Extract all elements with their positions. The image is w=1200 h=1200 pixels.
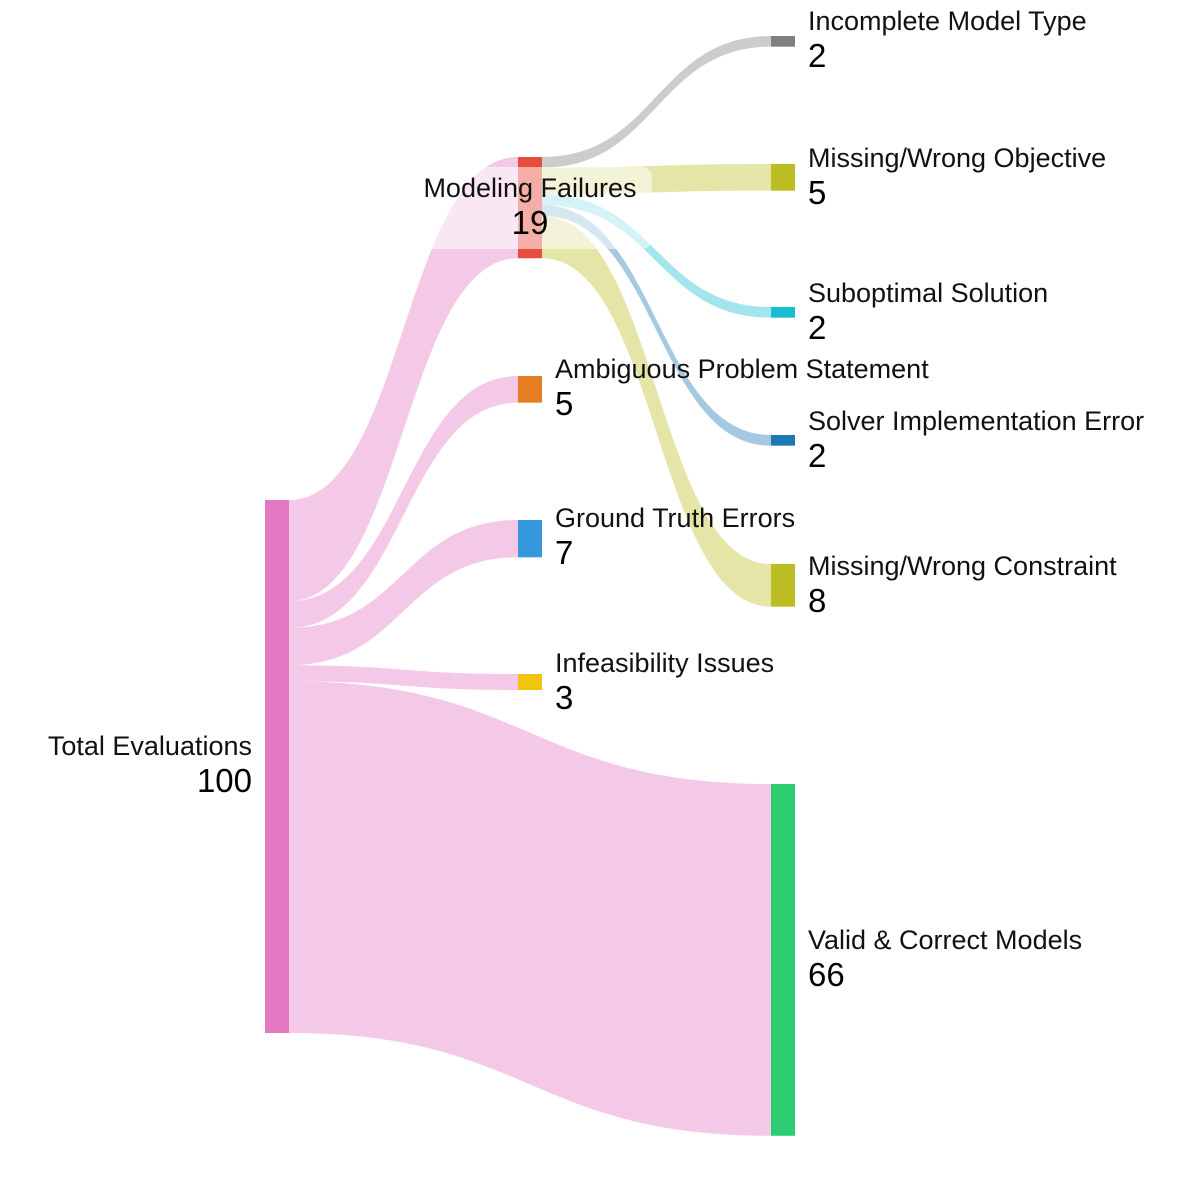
label-ambiguous-value: 5 xyxy=(555,385,573,422)
link-modeling-to-constraint xyxy=(542,215,771,607)
label-solver-name: Solver Implementation Error xyxy=(808,406,1144,436)
node-objective xyxy=(771,164,795,191)
link-modeling-to-incomplete xyxy=(542,36,771,168)
label-total-name: Total Evaluations xyxy=(48,731,252,761)
label-objective-name: Missing/Wrong Objective xyxy=(808,143,1106,173)
node-ground xyxy=(518,520,542,558)
node-incomplete xyxy=(771,36,795,47)
link-total-to-infeasible xyxy=(289,665,518,690)
label-objective-value: 5 xyxy=(808,174,826,211)
label-constraint-value: 8 xyxy=(808,582,826,619)
link-total-to-ground xyxy=(289,520,518,666)
label-constraint-name: Missing/Wrong Constraint xyxy=(808,551,1117,581)
label-solver-value: 2 xyxy=(808,437,826,474)
link-modeling-to-suboptimal xyxy=(542,194,771,318)
link-total-to-valid xyxy=(289,681,771,1136)
label-incomplete-value: 2 xyxy=(808,37,826,74)
label-suboptimal-name: Suboptimal Solution xyxy=(808,278,1048,308)
label-modeling-value: 19 xyxy=(512,204,549,241)
node-total xyxy=(265,500,289,1033)
label-total-value: 100 xyxy=(197,762,252,799)
links-layer xyxy=(289,36,771,1136)
label-infeasible-name: Infeasibility Issues xyxy=(555,648,774,678)
node-suboptimal xyxy=(771,307,795,318)
label-incomplete-name: Incomplete Model Type xyxy=(808,6,1087,36)
label-ground-name: Ground Truth Errors xyxy=(555,503,795,533)
label-modeling-name: Modeling Failures xyxy=(423,173,636,203)
node-ambiguous xyxy=(518,376,542,403)
label-valid-value: 66 xyxy=(808,956,845,993)
node-solver xyxy=(771,435,795,446)
label-valid-name: Valid & Correct Models xyxy=(808,925,1082,955)
link-total-to-modeling xyxy=(289,157,518,602)
label-infeasible-value: 3 xyxy=(555,679,573,716)
label-suboptimal-value: 2 xyxy=(808,309,826,346)
node-infeasible xyxy=(518,674,542,690)
node-constraint xyxy=(771,564,795,607)
link-total-to-ambiguous xyxy=(289,376,518,628)
link-modeling-to-solver xyxy=(542,204,771,446)
label-ground-value: 7 xyxy=(555,534,573,571)
node-valid xyxy=(771,784,795,1136)
modeling-label-backdrop xyxy=(408,167,652,249)
label-ambiguous-name: Ambiguous Problem Statement xyxy=(555,354,929,384)
